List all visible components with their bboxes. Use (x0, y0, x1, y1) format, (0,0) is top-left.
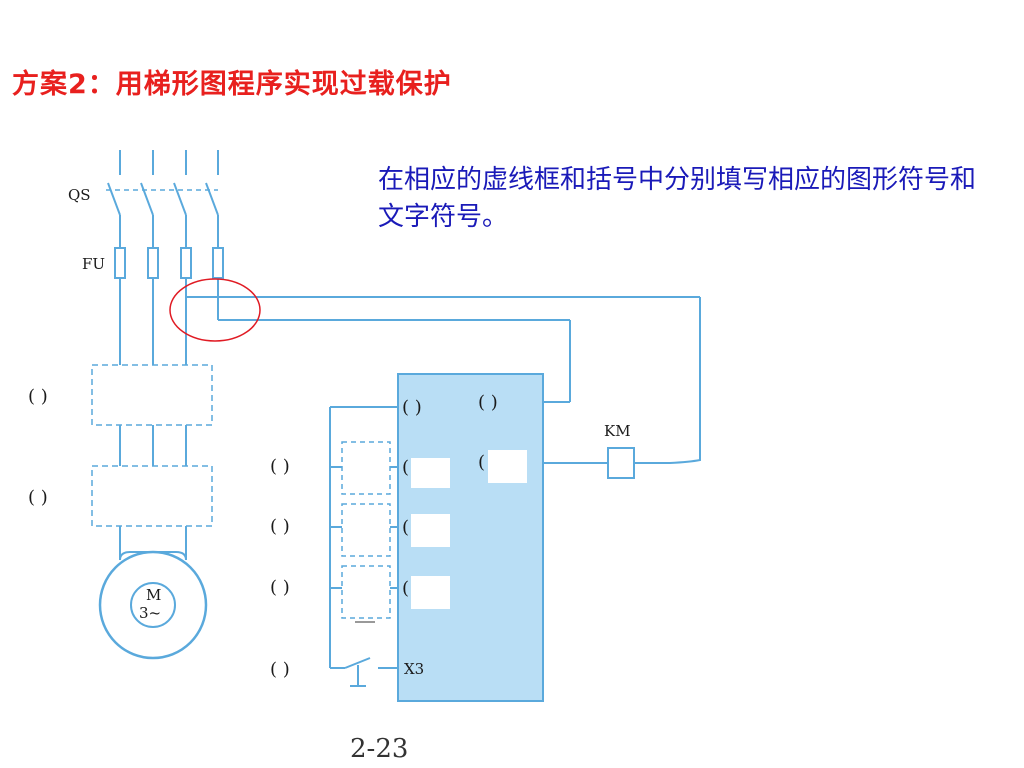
blank-paren-input-4[interactable]: ( ) (270, 659, 290, 680)
qs-label: QS (68, 186, 91, 204)
motor-phase-label: 3~ (139, 604, 161, 622)
fu-fuses (114, 247, 224, 279)
motor-m-label: M (146, 586, 161, 604)
dashed-box-overload[interactable] (91, 465, 213, 527)
plc-terminal-com-in[interactable]: ( ) (402, 397, 422, 418)
fu-label: FU (82, 255, 105, 273)
supply-lines (119, 150, 219, 175)
highlight-circle (169, 278, 261, 342)
dashed-box-input-2[interactable] (341, 503, 391, 557)
blank-paren-contactor[interactable]: ( ) (28, 386, 48, 407)
x3-label: X3 (404, 660, 424, 678)
figure-number: 2-23 (350, 734, 408, 764)
slide-title: 方案2：用梯形图程序实现过载保护 (12, 69, 452, 100)
dashed-box-contactor[interactable] (91, 364, 213, 426)
blank-paren-input-3[interactable]: ( ) (270, 577, 290, 598)
plc-terminal-com-out[interactable]: ( ) (478, 392, 498, 413)
blank-paren-input-2[interactable]: ( ) (270, 516, 290, 537)
blank-paren-overload[interactable]: ( ) (28, 487, 48, 508)
km-label: KM (604, 422, 631, 440)
qs-switch (106, 182, 219, 248)
terminal-blank-fills (411, 450, 527, 609)
main-wires (119, 278, 701, 560)
blank-paren-input-1[interactable]: ( ) (270, 456, 290, 477)
dashed-box-input-3[interactable] (341, 565, 391, 619)
instruction-text: 在相应的虚线框和括号中分别填写相应的图形符号和文字符号。 (378, 165, 977, 232)
plc-input-wiring (329, 406, 398, 687)
km-coil (607, 447, 635, 479)
dashed-box-input-1[interactable] (341, 441, 391, 495)
motor (98, 550, 208, 660)
